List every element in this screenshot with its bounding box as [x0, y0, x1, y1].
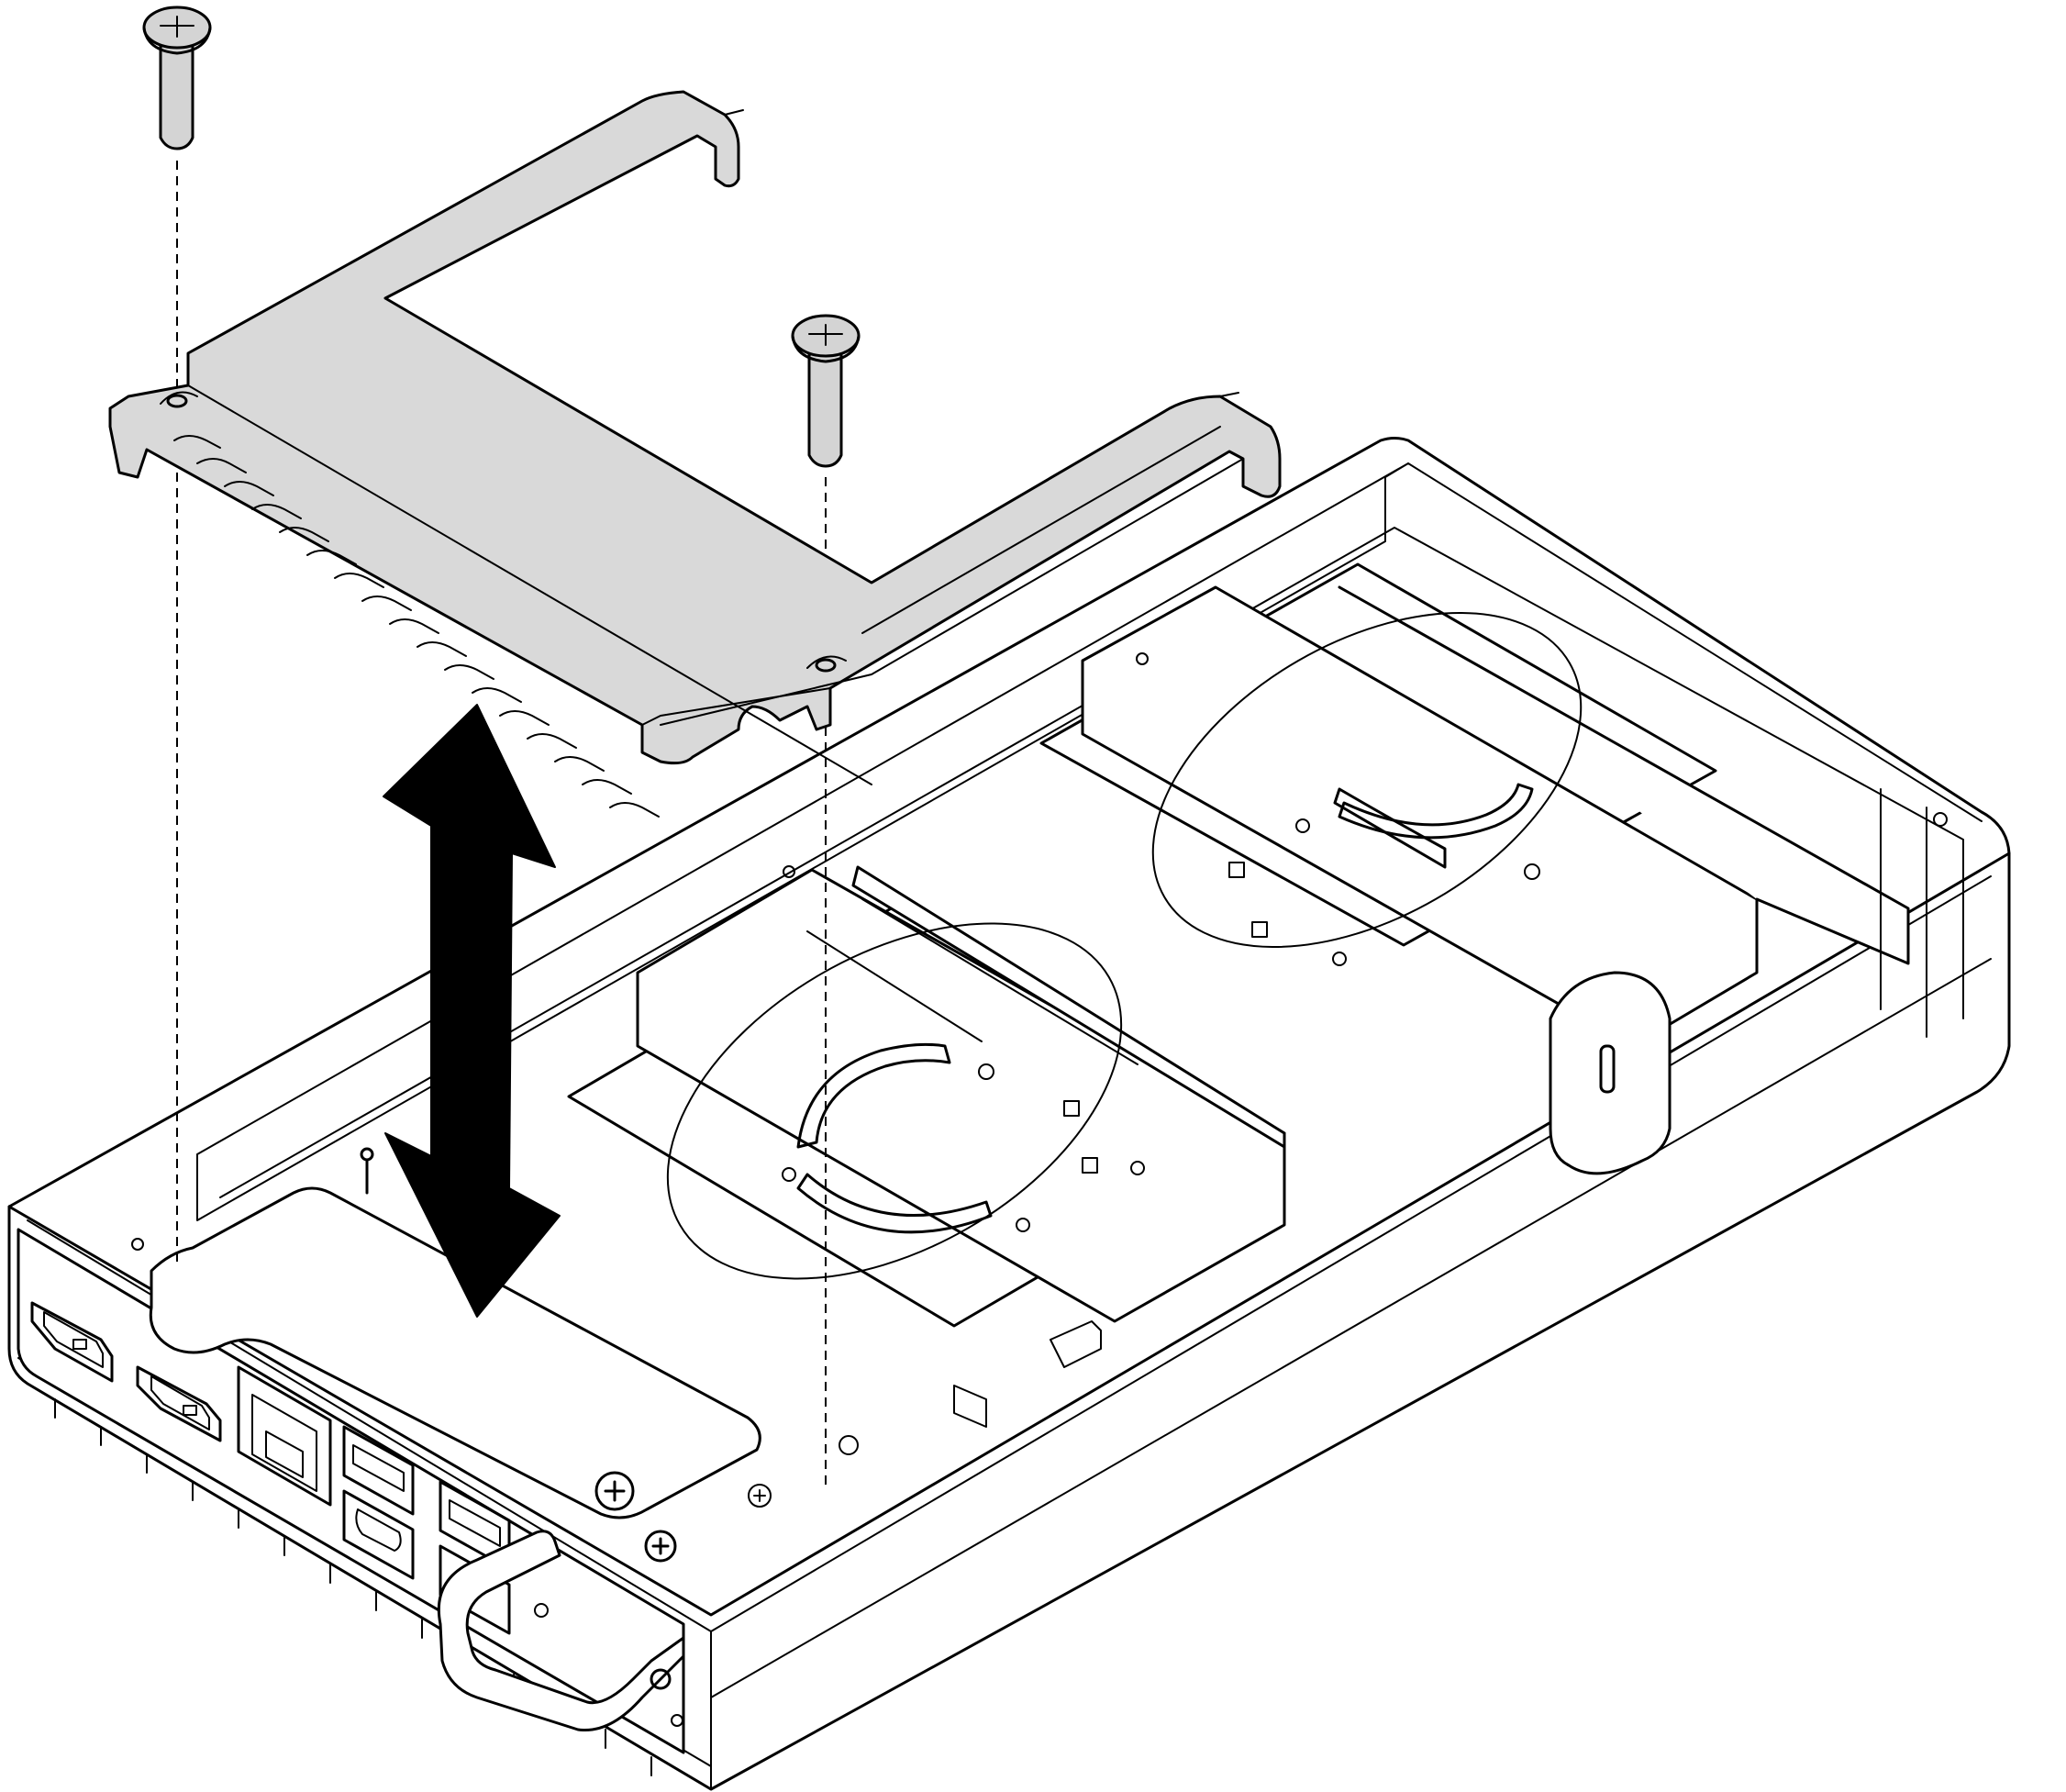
screw-head-icon	[748, 1484, 772, 1508]
fan-bay-left	[567, 865, 1286, 1328]
screw-head-icon	[594, 1471, 635, 1511]
fan-bay-right	[1039, 562, 1910, 1048]
screw-icon	[791, 314, 861, 468]
screw-icon	[142, 6, 212, 150]
double-arrow-icon	[383, 704, 561, 1318]
handle	[437, 1530, 685, 1732]
hdmi-port-icon	[30, 1301, 114, 1383]
bracket	[108, 90, 1282, 818]
cover-plate	[149, 1186, 761, 1519]
hdmi-port-icon	[136, 1365, 222, 1442]
usb-port-icon	[342, 1425, 415, 1580]
internal-connector	[953, 1320, 1102, 1428]
alignment-guides	[176, 161, 827, 1491]
side-latch	[1549, 788, 1927, 1175]
vent-slots	[173, 435, 660, 818]
rj45-port-icon	[237, 1365, 332, 1507]
screw-head-icon	[644, 1530, 677, 1563]
tray-wall	[196, 462, 1983, 1221]
bracket-body	[108, 90, 1282, 765]
